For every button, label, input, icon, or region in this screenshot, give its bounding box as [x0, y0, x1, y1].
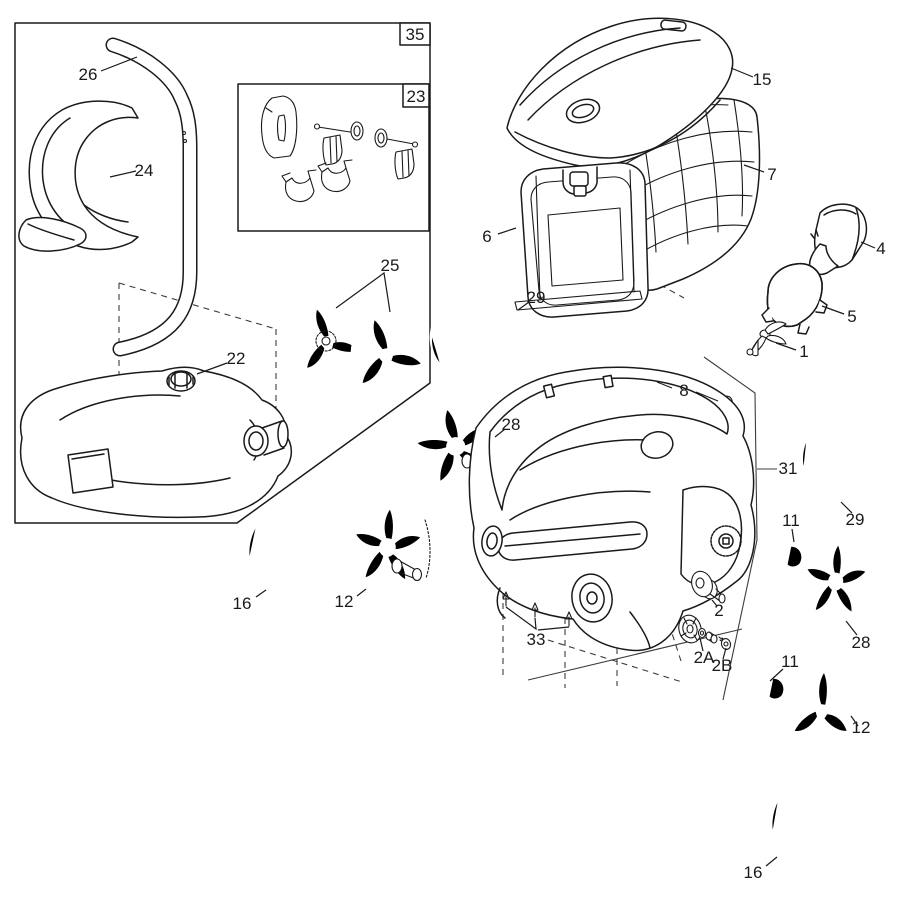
caddy-bin: [68, 449, 113, 493]
wheel-28-right: [799, 535, 878, 631]
part-label-16: 16: [744, 863, 763, 882]
part-label-15: 15: [753, 70, 772, 89]
axle-pin-part-1: [315, 122, 364, 140]
part-label-25: 25: [381, 256, 400, 275]
top-cover-part: [507, 18, 733, 166]
part-label-12: 12: [335, 592, 354, 611]
screw-part-2b: [719, 637, 732, 650]
wheel-12-left: [347, 498, 434, 600]
drive-pulley-teeth: [711, 526, 741, 556]
body-intake-hole: [638, 428, 676, 461]
cover-vent-slot: [661, 20, 687, 32]
screw-arrows-33: [503, 592, 572, 626]
hub-11-upper: [765, 543, 804, 573]
body-bumper-bar: [498, 522, 647, 560]
caddy-axle-tube: [244, 426, 268, 456]
part-label-4: 4: [876, 239, 885, 258]
part-label-2: 2: [714, 601, 723, 620]
hub-11-lower: [747, 675, 786, 705]
part-labels-layer: 2624352325222928157645183129112822A2B331…: [79, 25, 886, 882]
part-label-5: 5: [847, 307, 856, 326]
nozzle-part: [810, 204, 867, 274]
part-label-7: 7: [767, 165, 776, 184]
part-label-31: 31: [779, 459, 798, 478]
caddy-base-part: [21, 367, 292, 517]
drive-pulley-part-2: [688, 568, 725, 603]
clip-block-part-1: [323, 135, 342, 165]
leader-lines: [101, 57, 875, 866]
part-label-26: 26: [79, 65, 98, 84]
part-label-28: 28: [502, 415, 521, 434]
part-label-29: 29: [846, 510, 865, 529]
part-label-6: 6: [482, 227, 491, 246]
part-label-8: 8: [679, 381, 688, 400]
part-label-16: 16: [233, 594, 252, 613]
handle-tube-part: [113, 45, 190, 349]
part-label-12: 12: [852, 718, 871, 737]
box-23-group: [238, 84, 429, 231]
body-rear-hub: [568, 571, 616, 625]
tire-16-bottom-right: [760, 760, 866, 886]
wheel-12-right: [786, 663, 862, 763]
box-23-label-frame: [403, 84, 429, 107]
part-label-23: 23: [407, 87, 426, 106]
latch-bracket-part: [261, 96, 296, 158]
caddy-wheel-pair-part: [289, 296, 435, 407]
clip-block-part-2: [395, 149, 414, 179]
part-label-11: 11: [782, 511, 800, 530]
tire-29-right: [795, 406, 879, 510]
box-35-label-frame: [400, 23, 430, 45]
part-label-11: 11: [781, 652, 799, 671]
axle-pin-part-2: [375, 129, 418, 147]
caddy-bracket-part: [19, 101, 138, 251]
saddle-clip-part-1: [282, 170, 316, 202]
axle-assembly-parts: [676, 568, 732, 650]
cover-handle-recess: [563, 95, 602, 126]
saddle-clip-part-2: [318, 160, 352, 192]
part-label-22: 22: [227, 349, 246, 368]
part-label-28: 28: [852, 633, 871, 652]
part-label-29: 29: [527, 288, 546, 307]
part-label-33: 33: [527, 630, 546, 649]
part-label-1: 1: [799, 342, 808, 361]
part-label-2b: 2B: [712, 656, 733, 675]
part-label-2a: 2A: [694, 648, 715, 667]
main-body-part: [469, 367, 754, 650]
part-label-24: 24: [135, 161, 154, 180]
propeller-part: [747, 322, 786, 356]
pulley-part-2a: [676, 613, 717, 646]
part-label-35: 35: [406, 25, 425, 44]
filter-door-part: [515, 163, 648, 317]
mesh-screen-part: [762, 264, 827, 334]
